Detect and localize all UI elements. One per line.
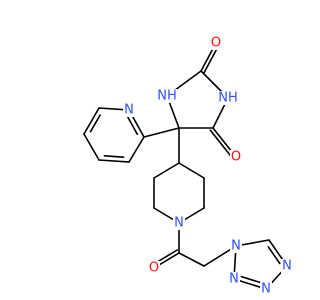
atom-oxygen-top-text: O — [211, 36, 221, 51]
atom-oxygen-amide-text: O — [149, 261, 159, 276]
atom-nitrogen-piperidine-text: N — [174, 216, 184, 231]
atom-nitrogen-tetrazole-5: N — [228, 272, 240, 287]
atom-nitrogen-pyridine-text: N — [124, 103, 134, 118]
atom-nh-right-bg — [218, 91, 238, 105]
bond-c4-o-double — [209, 129, 235, 160]
atom-nitrogen-tetrazole-5-bg — [228, 272, 240, 286]
bond-py-c4-c3-double — [103, 155, 125, 158]
bond-py-c3-c2 — [128, 136, 145, 163]
atom-nh-right: NH — [218, 91, 238, 106]
atom-nh-left: NH — [157, 89, 177, 104]
atom-nitrogen-piperidine: N — [173, 216, 185, 231]
atom-nitrogen-tetrazole-4-bg — [260, 282, 272, 296]
bond-py-c4-c3 — [98, 159, 130, 163]
atom-nitrogen-tetrazole-3-bg — [281, 259, 293, 273]
atom-oxygen-amide: O — [148, 261, 160, 276]
atom-nitrogen-tetrazole-1: N — [230, 239, 242, 254]
atom-nh-left-bg — [157, 89, 177, 103]
atom-nitrogen-tetrazole-3-text: N — [282, 259, 292, 274]
atom-nitrogen-tetrazole-4-text: N — [261, 282, 271, 297]
atom-nitrogen-piperidine-bg — [173, 216, 185, 230]
bond-py-c5-c4 — [83, 133, 100, 161]
atom-nh-right-text: NH — [218, 91, 238, 106]
bond-pip-c3b-c4 — [178, 162, 205, 179]
atom-oxygen-top-bg — [210, 36, 222, 50]
atom-oxygen-amide-bg — [148, 261, 160, 275]
atom-nitrogen-pyridine-bg — [123, 103, 135, 117]
atom-nitrogen-tetrazole-4: N — [260, 282, 272, 297]
bond-py-c6-c5-double — [89, 114, 101, 133]
bond-tz-2-3-double — [267, 246, 281, 265]
bond-py-c2-n-double — [126, 116, 139, 135]
atom-nitrogen-tetrazole-3: N — [281, 259, 293, 274]
atom-nitrogen-tetrazole-5-text: N — [229, 272, 239, 287]
atom-nitrogen-tetrazole-1-text: N — [231, 239, 241, 254]
atom-oxygen-right-bg — [230, 150, 242, 164]
atom-oxygen-right: O — [230, 150, 242, 165]
bond-carbonyl-ch2 — [178, 252, 205, 267]
atom-nh-left-text: NH — [157, 89, 177, 104]
atom-oxygen-top: O — [210, 36, 222, 51]
bond-py-c6-c5 — [83, 107, 100, 135]
bond-c5-pyridine — [143, 127, 180, 138]
bond-pip-c4-c3a — [153, 162, 180, 179]
bond-tz-4-5-double — [240, 275, 263, 284]
atom-oxygen-right-text: O — [231, 150, 241, 165]
atom-nitrogen-tetrazole-1-bg — [230, 239, 242, 253]
atom-nitrogen-pyridine: N — [123, 103, 135, 118]
